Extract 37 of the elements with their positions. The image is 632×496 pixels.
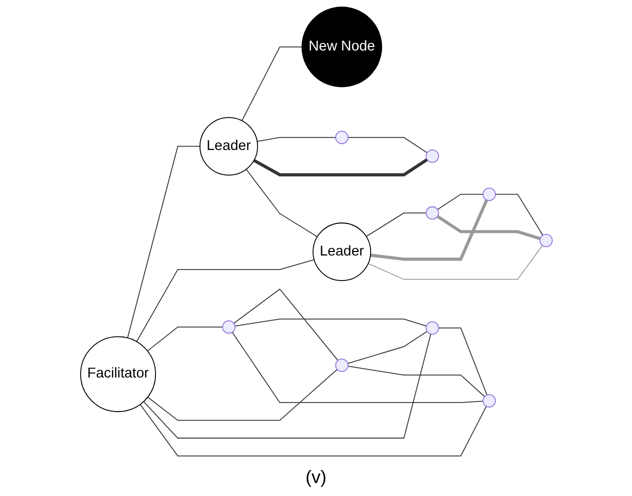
node-circle: Leader [312,222,371,282]
node-circle [538,234,552,248]
connector [136,259,314,342]
connector [347,366,485,398]
connector [494,194,543,236]
caption: (v) [306,467,326,488]
connector [126,146,200,338]
node-circle: New Node [301,6,382,88]
node-circle: Facilitator [80,336,156,412]
connector [252,158,428,176]
node-circle [334,358,348,372]
connector [146,368,338,421]
node-circle: Leader [199,117,258,176]
node-circle [222,320,235,334]
connector [232,288,338,361]
connector [436,194,483,210]
connector [146,326,223,352]
connector [245,168,318,238]
connector [234,318,426,327]
node-circle [425,321,439,335]
connector [256,137,336,142]
connector [231,332,483,404]
node-circle [482,188,496,201]
node-circle [425,206,439,220]
connector [347,137,428,154]
connector [438,328,487,396]
connector [139,404,486,456]
connector [142,334,431,439]
connector [370,199,488,261]
connector [367,245,542,280]
connector [346,330,428,364]
connector [365,212,426,237]
node-circle [334,130,348,144]
node-circle [425,149,439,163]
connector [436,215,540,240]
node-circle [482,394,496,408]
connector [241,46,302,122]
